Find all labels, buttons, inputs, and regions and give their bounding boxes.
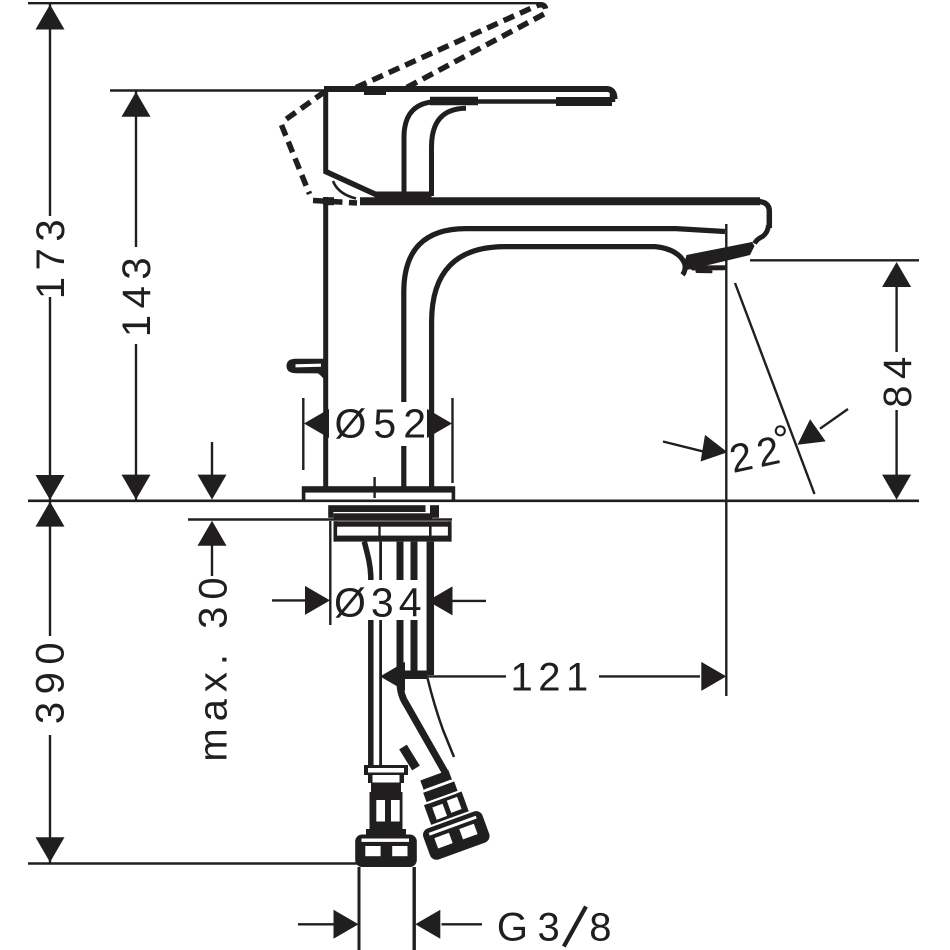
svg-text:G38: G38 bbox=[497, 906, 621, 950]
svg-text:Ø52: Ø52 bbox=[335, 401, 434, 447]
svg-text:173: 173 bbox=[29, 213, 73, 299]
svg-text:max. 30: max. 30 bbox=[192, 570, 236, 761]
svg-text:390: 390 bbox=[29, 635, 73, 724]
svg-text:Ø34: Ø34 bbox=[334, 580, 427, 626]
svg-text:143: 143 bbox=[115, 251, 159, 337]
svg-text:121: 121 bbox=[511, 656, 594, 700]
svg-text:84: 84 bbox=[876, 350, 920, 408]
